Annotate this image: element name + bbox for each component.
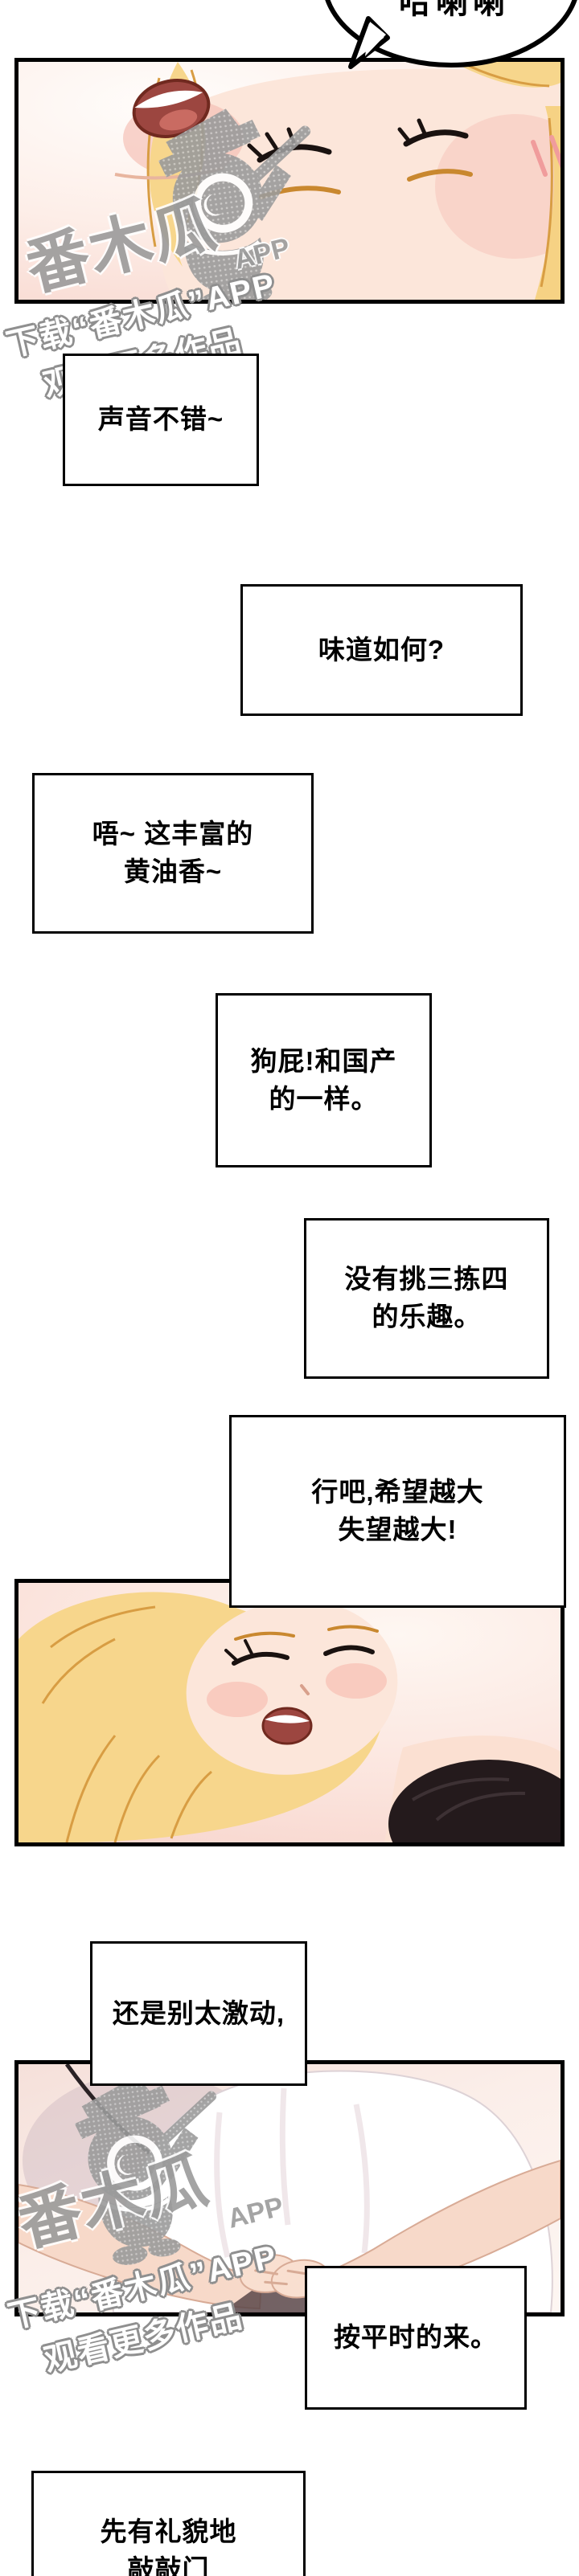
dialogue-box: 先有礼貌地 敲敲门	[31, 2471, 306, 2576]
dialogue-box: 味道如何?	[240, 584, 523, 716]
dialogue-box: 行吧,希望越大 失望越大!	[229, 1415, 566, 1608]
dialogue-box: 狗屁!和国产 的一样。	[216, 993, 432, 1167]
dialogue-text: 唔~ 这丰富的 黄油香~	[92, 819, 254, 886]
dialogue-text: 味道如何?	[318, 634, 446, 664]
panel-2-artwork	[18, 1592, 561, 1842]
dialogue-text: 行吧,希望越大 失望越大!	[311, 1477, 484, 1544]
dialogue-box: 没有挑三拣四 的乐趣。	[304, 1218, 549, 1379]
panel-2	[14, 1579, 565, 1846]
bubble-sfx-text: 哈喇喇	[399, 0, 510, 20]
dialogue-box: 唔~ 这丰富的 黄油香~	[32, 773, 314, 934]
dialogue-text: 狗屁!和国产 的一样。	[250, 1045, 397, 1114]
dialogue-box: 还是别太激动,	[90, 1941, 307, 2086]
dialogue-text: 没有挑三拣四 的乐趣。	[344, 1264, 509, 1331]
dialogue-box: 按平时的来。	[305, 2266, 527, 2410]
dialogue-box: 声音不错~	[63, 354, 259, 486]
dialogue-text: 声音不错~	[97, 404, 224, 435]
dialogue-text: 按平时的来。	[334, 2322, 498, 2353]
dialogue-text: 还是别太激动,	[112, 1997, 285, 2028]
speech-bubble	[325, 0, 577, 69]
panel-1: 番木瓜 APP	[14, 58, 565, 304]
dialogue-text: 先有礼貌地 敲敲门	[100, 2517, 237, 2576]
